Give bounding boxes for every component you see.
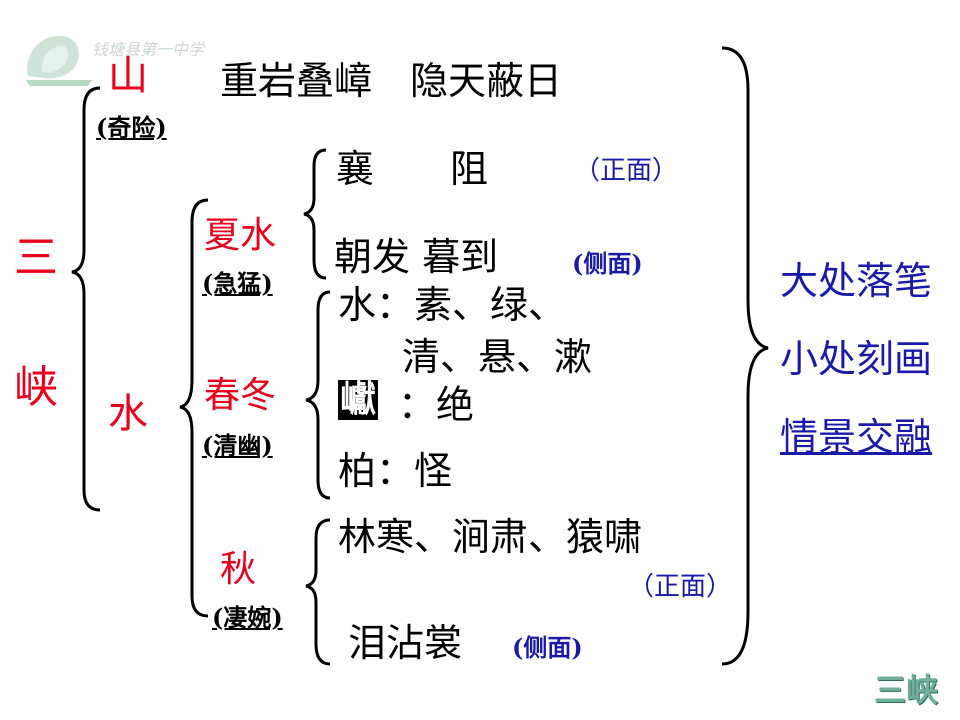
summer-line2-note: (侧面)	[572, 249, 643, 278]
summer-line1: 襄 阻	[336, 147, 489, 191]
mountain-desc: 重岩叠嶂 隐天蔽日	[220, 59, 563, 103]
logo-icon	[26, 35, 92, 86]
autumn-bracket	[305, 518, 331, 666]
summer-bracket	[303, 148, 327, 280]
badge-icon	[872, 672, 944, 712]
root-char-xia: 峡	[14, 362, 58, 413]
root-char-san: 三	[14, 232, 58, 283]
spring-winter-line1: 水：素、绿、	[338, 283, 567, 327]
spring-winter-label: 春冬	[204, 375, 277, 416]
summer-line1-note: （正面）	[574, 156, 679, 186]
logo-caption: 钱塘县第一中学	[92, 40, 205, 59]
summer-line2: 朝发 暮到	[334, 235, 499, 279]
spring-winter-line2: 清、悬、漱	[402, 335, 593, 379]
autumn-line1: 林寒、涧肃、猿啸	[338, 515, 643, 559]
summary-bracket	[721, 46, 769, 666]
mountain-sub: (奇险)	[96, 113, 167, 142]
summer-label: 夏水	[204, 215, 277, 256]
spring-winter-line3: ：绝	[398, 383, 475, 427]
mountain-label: 山	[108, 53, 148, 99]
school-logo: 钱塘县第一中学	[22, 28, 222, 92]
autumn-line1-note: （正面）	[628, 572, 733, 602]
sanxia-badge[interactable]: 三峡	[872, 672, 944, 712]
summary-line3[interactable]: 情景交融	[780, 415, 933, 459]
autumn-line2-note: (侧面)	[512, 633, 583, 662]
autumn-sub: (凄婉)	[212, 603, 283, 632]
autumn-line2: 泪沾裳	[348, 621, 463, 665]
water-label: 水	[108, 391, 148, 437]
summer-sub: (急猛)	[202, 269, 273, 298]
summary-line2: 小处刻画	[780, 337, 933, 381]
summary-line1: 大处落笔	[780, 259, 933, 303]
spring-winter-line4: 柏：怪	[338, 449, 453, 493]
water-bracket	[179, 198, 209, 618]
spring-winter-sub: (清幽)	[202, 431, 273, 460]
badge-text: 三峡	[874, 671, 939, 709]
spring-winter-bracket	[305, 290, 331, 500]
spring-winter-highlight: 巘	[338, 379, 379, 420]
root-bracket	[71, 86, 101, 512]
autumn-label: 秋	[220, 549, 257, 590]
